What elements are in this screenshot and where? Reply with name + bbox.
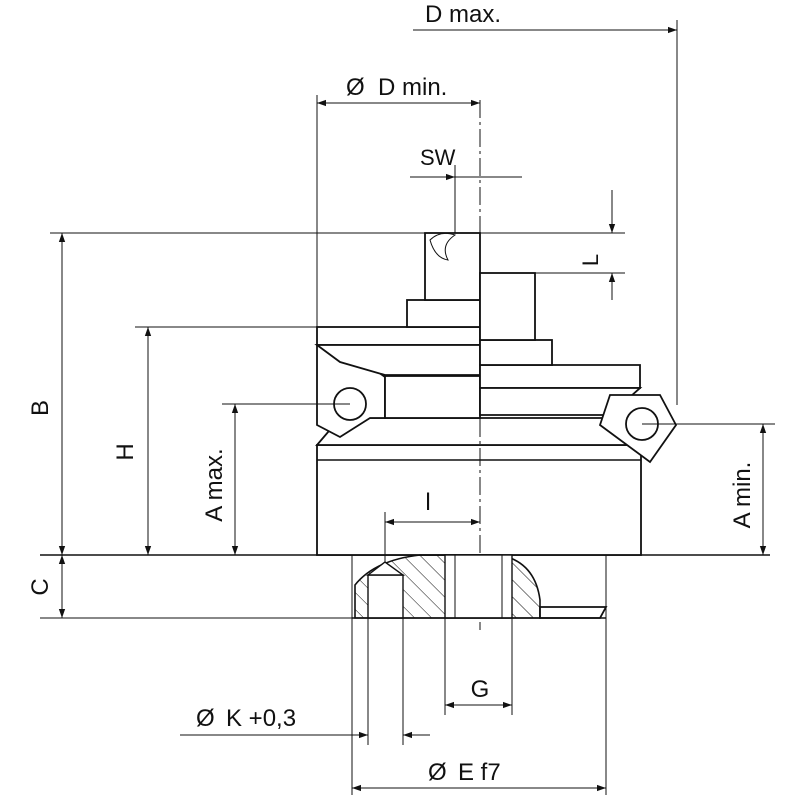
left-stem xyxy=(424,232,481,301)
d-max-label: D max. xyxy=(425,1,501,28)
left-nut xyxy=(406,299,481,328)
insert-tab xyxy=(539,606,608,619)
left-ring-bevel xyxy=(314,344,481,376)
left-collar xyxy=(384,375,481,419)
h-label: H xyxy=(112,443,139,460)
lower-body xyxy=(316,444,642,556)
d-min-diameter-symbol: Ø xyxy=(346,74,365,101)
k-label: K +0,3 xyxy=(226,705,296,732)
e-label: E f7 xyxy=(458,759,501,786)
l-label: L xyxy=(578,254,603,266)
a-max-label: A max. xyxy=(201,448,228,521)
right-nut xyxy=(479,339,553,366)
k-diameter-symbol: Ø xyxy=(196,705,215,732)
right-ring-top xyxy=(479,364,641,389)
g-label: G xyxy=(471,676,490,703)
d-min-label: D min. xyxy=(378,74,447,101)
left-top-ring xyxy=(316,326,481,346)
right-stem xyxy=(479,272,536,341)
body-chamfer xyxy=(315,417,643,446)
c-label: C xyxy=(27,578,54,595)
part-body xyxy=(40,100,770,630)
dimensions: D max. Ø D min. SW L B H A max. A min. xyxy=(27,1,775,795)
i-label: l xyxy=(425,489,430,516)
sw-label: SW xyxy=(420,145,456,170)
e-diameter-symbol: Ø xyxy=(428,759,447,786)
left-stem-slot xyxy=(429,232,457,261)
a-min-label: A min. xyxy=(729,462,756,529)
pin-bore-tip xyxy=(365,561,406,576)
b-label: B xyxy=(27,400,54,416)
pin-bore xyxy=(367,574,404,619)
